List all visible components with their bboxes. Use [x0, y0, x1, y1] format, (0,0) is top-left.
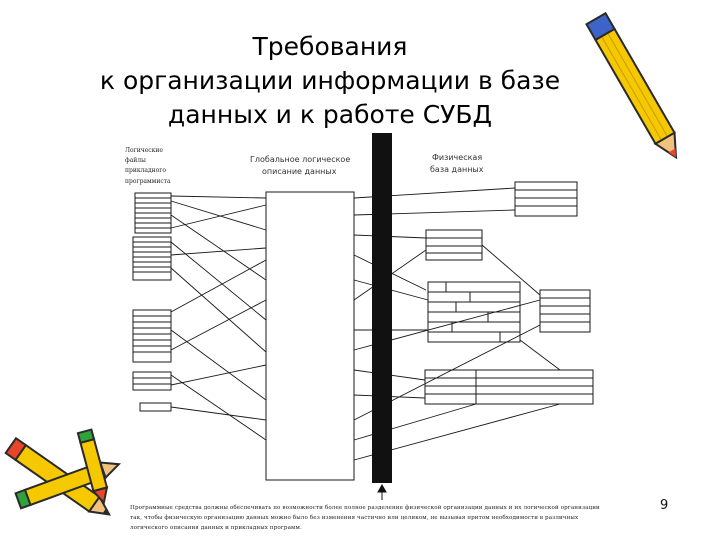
physical-block-4 — [539, 289, 591, 333]
page-number: 9 — [660, 498, 669, 513]
center-label-line-1: Глобальное логическое — [250, 155, 350, 164]
physical-block-2 — [425, 229, 483, 261]
right-label-line-1: Физическая — [432, 153, 482, 162]
physical-block-3 — [427, 281, 521, 343]
left-label-line-4: программиста — [125, 178, 171, 185]
left-file-group-2 — [132, 236, 172, 281]
left-file-group-3 — [132, 309, 172, 363]
logical-physical-separator-bar — [372, 133, 392, 483]
left-file-group-4 — [132, 371, 172, 391]
physical-block-5 — [424, 369, 594, 405]
left-label-line-1: Логические — [125, 147, 163, 154]
slide-title: Требования к организации информации в ба… — [70, 30, 590, 132]
left-file-group-1 — [134, 192, 172, 234]
left-label-line-3: прикладного — [125, 167, 166, 174]
global-logical-description-box — [265, 191, 355, 481]
separator-arrow — [377, 483, 387, 500]
title-line-2: к организации информации в базе — [99, 66, 561, 95]
caption-text: Программные средства должны обеспечивать… — [130, 505, 600, 531]
right-label-line-2: база данных — [430, 165, 484, 174]
title-line-1: Требования — [252, 32, 408, 61]
left-label-line-2: файлы — [125, 157, 146, 164]
left-file-single — [139, 402, 172, 412]
center-label-line-2: описание данных — [262, 167, 337, 176]
physical-block-1 — [514, 181, 578, 217]
title-line-3: данных и к работе СУБД — [167, 100, 493, 129]
left-connections — [170, 195, 267, 441]
